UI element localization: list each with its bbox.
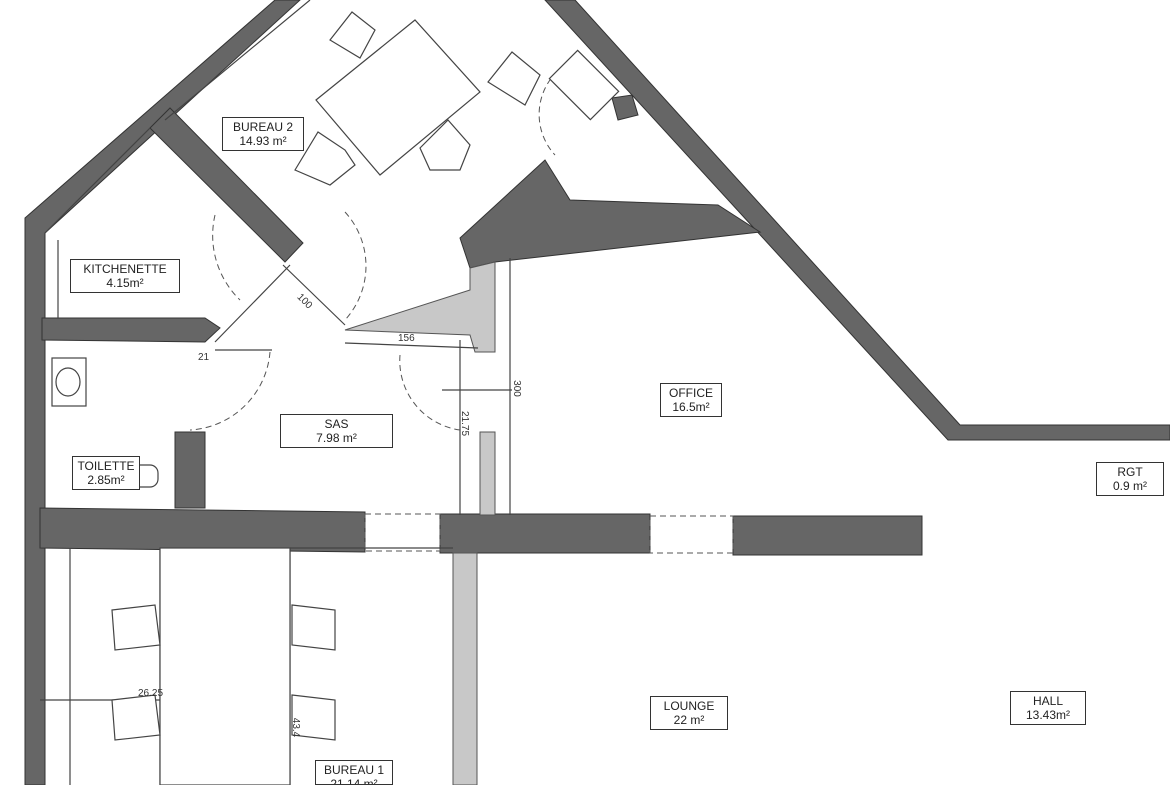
room-name: BUREAU 1 xyxy=(323,763,385,777)
room-label-bureau1: BUREAU 1 21.14 m² xyxy=(315,760,393,785)
room-area: 0.9 m² xyxy=(1112,479,1147,493)
outer-wall-northeast xyxy=(544,0,1170,441)
partition-sas xyxy=(344,261,496,353)
room-name: RGT xyxy=(1117,465,1143,479)
partition-lounge xyxy=(452,552,478,785)
dimension-434: 43.4 xyxy=(290,717,302,738)
chair-bureau2-1 xyxy=(294,131,356,186)
central-wall-right xyxy=(732,515,923,556)
chair-bureau1-2 xyxy=(111,694,161,741)
dimension-2175: 21.75 xyxy=(459,410,471,437)
central-wall-left xyxy=(39,507,366,553)
chair-bureau1-4 xyxy=(291,694,336,741)
dimension-21: 21 xyxy=(198,352,210,363)
room-label-office: OFFICE 16.5m² xyxy=(660,383,722,417)
door-opening-left xyxy=(364,513,441,552)
room-label-lounge: LOUNGE 22 m² xyxy=(650,696,728,730)
room-area: 2.85m² xyxy=(87,473,125,487)
room-area: 4.15m² xyxy=(106,276,144,290)
room-area: 13.43m² xyxy=(1025,708,1071,722)
room-name: BUREAU 2 xyxy=(232,120,294,134)
room-name: HALL xyxy=(1032,694,1064,708)
door-opening-right xyxy=(649,515,734,554)
chair-bureau1-3 xyxy=(291,604,336,651)
chair-bureau1-1 xyxy=(111,604,161,651)
room-area: 14.93 m² xyxy=(239,134,287,148)
diagonal-wall-bureau2 xyxy=(149,107,304,263)
office-post xyxy=(611,94,639,121)
room-name: SAS xyxy=(324,417,349,431)
desk-bureau1 xyxy=(159,547,291,785)
toilette-partition xyxy=(174,431,206,509)
desk-bureau2 xyxy=(315,19,481,176)
room-label-hall: HALL 13.43m² xyxy=(1010,691,1086,725)
room-name: OFFICE xyxy=(669,386,713,400)
dimension-156: 156 xyxy=(398,333,415,344)
room-label-sas: SAS 7.98 m² xyxy=(280,414,393,448)
room-label-kitchenette: KITCHENETTE 4.15m² xyxy=(70,259,180,293)
room-area: 7.98 m² xyxy=(316,431,357,445)
kitchenette-wall xyxy=(41,317,221,343)
door-swing-sas xyxy=(399,354,461,431)
chair-bureau2-3 xyxy=(419,119,471,171)
room-label-bureau2: BUREAU 2 14.93 m² xyxy=(222,117,304,151)
room-area: 21.14 m² xyxy=(330,777,378,785)
office-door-panel xyxy=(548,49,620,121)
chair-bureau2-4 xyxy=(487,51,541,106)
room-area: 16.5m² xyxy=(672,400,710,414)
door-swing-bureau2 xyxy=(344,211,367,321)
door-swing-kitchenette xyxy=(212,214,241,301)
central-wall-mid xyxy=(439,513,651,554)
room-name: KITCHENETTE xyxy=(83,262,167,276)
room-name: TOILETTE xyxy=(77,459,135,473)
room-label-toilette: TOILETTE 2.85m² xyxy=(72,456,140,490)
room-label-rgt: RGT 0.9 m² xyxy=(1096,462,1164,496)
dimension-300: 300 xyxy=(510,380,522,397)
dimension-2625: 26.25 xyxy=(138,688,164,699)
chair-bureau2-2 xyxy=(329,11,376,59)
room-area: 22 m² xyxy=(673,713,705,727)
partition-office xyxy=(479,431,496,516)
door-swing-toilette xyxy=(189,351,271,431)
room-name: LOUNGE xyxy=(663,699,715,713)
